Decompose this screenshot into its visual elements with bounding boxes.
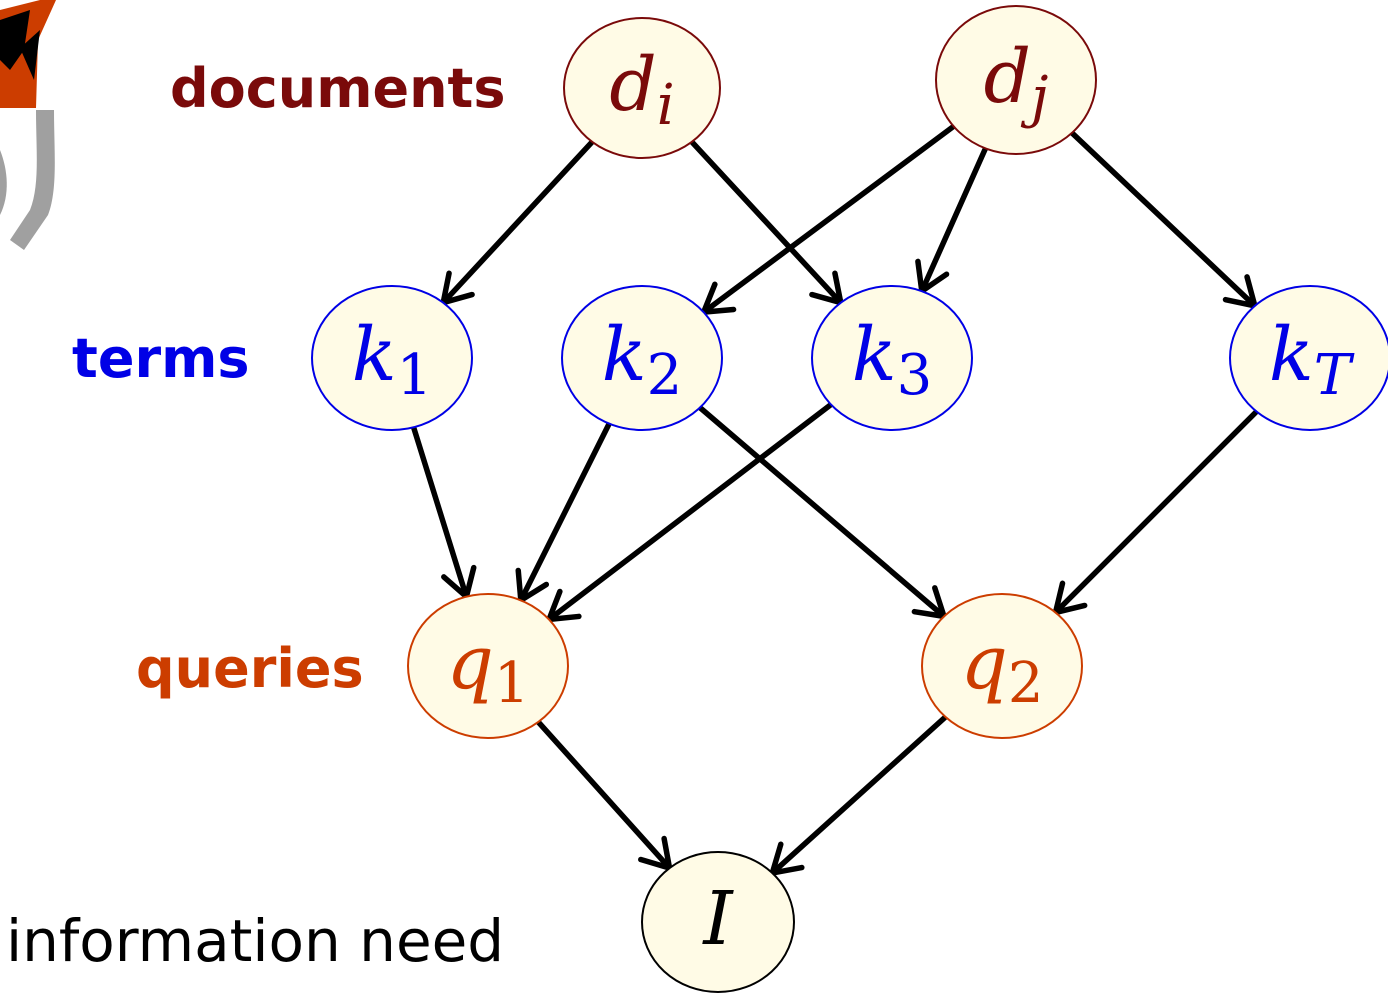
node-k1: k1 [311,285,473,431]
edge-k2-to-q1 [515,420,612,606]
node-q1: q1 [407,593,569,739]
edge-q2-to-I [768,714,949,877]
node-circle [311,285,473,431]
node-k3: k3 [811,285,973,431]
node-label: di [609,42,674,138]
edge-k1-to-q1 [410,424,477,602]
node-label: k1 [352,312,432,408]
node-circle [811,285,973,431]
edge-k2-to-q2 [697,404,949,620]
node-label: q1 [446,620,529,716]
node-label: I [701,876,734,962]
nodes-layer: di dj k1 k2 k3 kT q1 q2I [311,5,1388,993]
node-label: k2 [602,312,682,408]
edge-dj-to-k2 [699,123,957,316]
node-k2: k2 [561,285,723,431]
node-I: I [641,851,795,993]
node-circle [921,593,1083,739]
edge-kT-to-q2 [1051,408,1260,617]
node-di: di [563,17,721,159]
node-label: kT [1269,312,1355,408]
mascot-icon [0,0,56,250]
node-q2: q2 [921,593,1083,739]
edge-dj-to-k3 [915,145,989,296]
node-circle [1229,285,1388,431]
terms-label: terms [72,327,250,390]
edge-q1-to-I [535,719,674,872]
node-label: q2 [960,620,1043,716]
documents-label: documents [170,57,506,120]
node-circle [935,5,1097,155]
node-circle [563,17,721,159]
node-kT: kT [1229,285,1388,431]
node-circle [641,851,795,993]
node-label: dj [984,34,1049,130]
node-dj: dj [935,5,1097,155]
queries-label: queries [136,637,364,700]
edges-layer [410,123,1260,877]
information-need-label: information need [6,907,505,975]
edge-di-to-k1 [439,139,595,307]
edge-dj-to-kT [1069,130,1259,310]
node-circle [407,593,569,739]
edge-k3-to-q1 [544,401,834,623]
node-circle [561,285,723,431]
edge-di-to-k3 [689,139,845,307]
node-label: k3 [852,312,932,408]
